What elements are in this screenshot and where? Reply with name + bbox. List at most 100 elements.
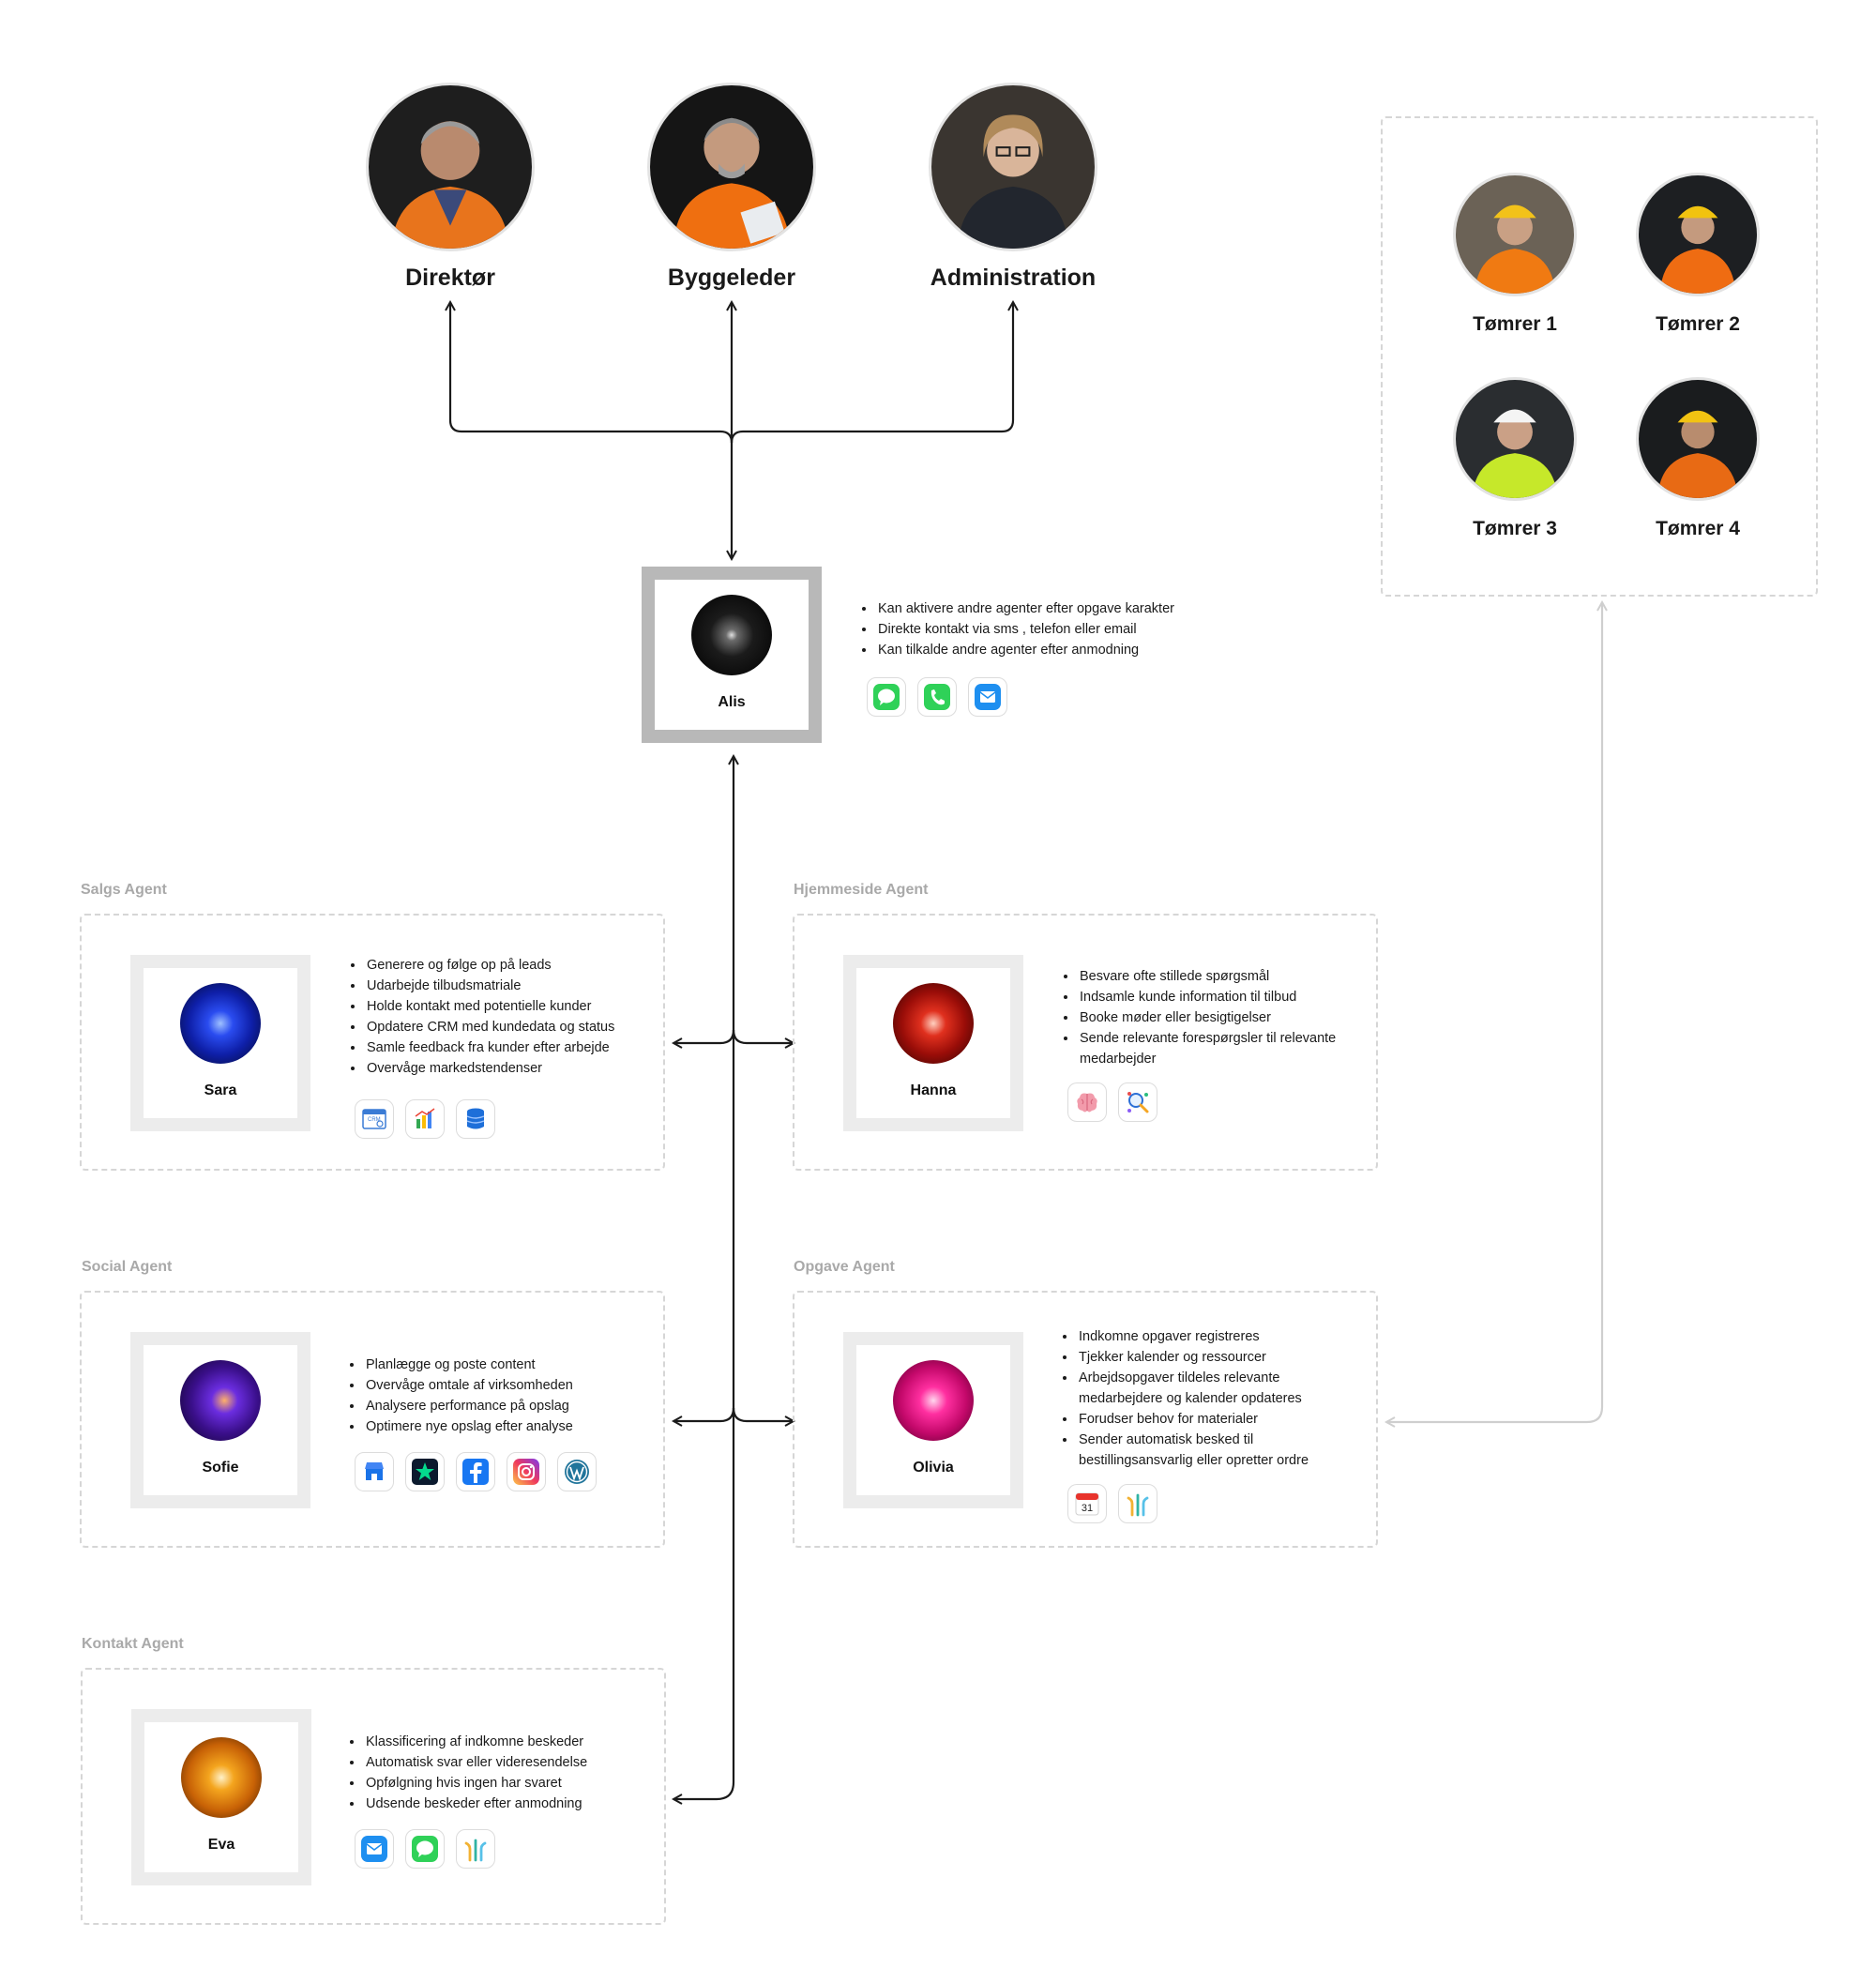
phone-icon[interactable] [917,677,957,717]
list-item: Samle feedback fra kunder efter arbejde [365,1037,614,1058]
list-item: Udsende beskeder efter anmodning [364,1794,587,1814]
person-title: Administration [930,265,1097,291]
calendar-icon[interactable]: 31 [1067,1484,1107,1523]
list-item: Automatisk svar eller videresendelse [364,1752,587,1773]
connector-to-administration [730,302,1013,444]
google-business-icon[interactable] [355,1452,394,1491]
avatar-tomrer-1 [1453,173,1577,296]
portrait-icon [1639,175,1757,294]
avatar-administration [929,83,1097,251]
person-direktor: Direktør [310,83,591,292]
agent-card[interactable]: Hanna [843,955,1023,1131]
agent-task-list: Klassificering af indkomne beskeder Auto… [347,1732,587,1814]
list-item: Analysere performance på opslag [364,1396,573,1416]
central-agent-card[interactable]: Alis [642,567,822,743]
portrait-icon [931,85,1095,249]
avatar-tomrer-4 [1636,377,1760,501]
agent-name: Hanna [910,1082,957,1098]
agent-tools [355,1829,495,1869]
analytics-icon[interactable] [405,1099,445,1139]
messages-icon[interactable] [405,1829,445,1869]
person-tomrer-3: Tømrer 3 [1374,377,1656,540]
crew-title: Tømrer 1 [1473,313,1557,335]
workflow-icon[interactable] [1118,1484,1157,1523]
list-item: Opdatere CRM med kundedata og status [365,1017,614,1037]
list-item: Arbejdsopgaver tildeles relevante medarb… [1077,1368,1358,1409]
agent-task-list: Planlægge og poste content Overvåge omta… [347,1355,573,1437]
list-item: Overvåge markedstendenser [365,1058,614,1079]
messages-icon[interactable] [867,677,906,717]
list-item: Sender automatisk besked til bestillings… [1077,1430,1358,1471]
agent-card[interactable]: Sofie [130,1332,310,1508]
person-tomrer-4: Tømrer 4 [1557,377,1838,540]
list-item: Direkte kontakt via sms , telefon eller … [876,619,1174,640]
list-item: Planlægge og poste content [364,1355,573,1375]
list-item: Udarbejde tilbudsmatriale [365,976,614,996]
connector-task-crew [1386,602,1602,1422]
agent-name: Olivia [913,1460,954,1476]
website-agent-box: Hanna Besvare ofte stillede spørgsmål In… [793,914,1378,1171]
agent-card[interactable]: Olivia [843,1332,1023,1508]
person-title: Direktør [405,265,495,291]
list-item: Besvare ofte stillede spørgsmål [1078,966,1350,987]
connector-to-direktor [450,302,734,444]
agent-label: Salgs Agent [81,882,167,898]
portrait-icon [1456,380,1574,498]
connector-website [732,1029,794,1043]
agent-label: Kontakt Agent [82,1636,184,1652]
avatar-tomrer-2 [1636,173,1760,296]
mail-icon[interactable] [355,1829,394,1869]
agent-tools: CRM [355,1099,495,1139]
person-title: Byggeleder [667,265,796,291]
list-item: Indsamle kunde information til tilbud [1078,987,1350,1007]
agent-card[interactable]: Sara [130,955,310,1131]
agent-task-list: Generere og følge op på leads Udarbejde … [348,955,614,1079]
person-tomrer-2: Tømrer 2 [1557,173,1838,336]
agent-task-list: Besvare ofte stillede spørgsmål Indsamle… [1061,966,1350,1069]
portrait-icon [650,85,813,249]
list-item: Klassificering af indkomne beskeder [364,1732,587,1752]
database-icon[interactable] [456,1099,495,1139]
portrait-icon [369,85,532,249]
sofie-orb-avatar [180,1360,261,1441]
crm-icon[interactable]: CRM [355,1099,394,1139]
agent-tools [355,1452,597,1491]
mail-icon[interactable] [968,677,1007,717]
agent-label: Hjemmeside Agent [794,882,929,898]
sales-agent-box: Sara Generere og følge op på leads Udarb… [80,914,665,1171]
instagram-icon[interactable] [507,1452,546,1491]
crew-title: Tømrer 4 [1656,518,1740,539]
olivia-orb-avatar [893,1360,974,1441]
agent-tools: 31 [1067,1484,1157,1523]
sara-orb-avatar [180,983,261,1064]
person-tomrer-1: Tømrer 1 [1374,173,1656,336]
connector-contact [673,1781,735,1799]
list-item: Holde kontakt med potentielle kunder [365,996,614,1017]
social-agent-box: Sofie Planlægge og poste content Overvåg… [80,1291,665,1548]
person-administration: Administration [872,83,1154,292]
wordpress-icon[interactable] [557,1452,597,1491]
facebook-icon[interactable] [456,1452,495,1491]
crew-group [1381,116,1818,597]
data-search-icon[interactable] [1118,1082,1157,1122]
agent-label: Opgave Agent [794,1259,895,1275]
list-item: Optimere nye opslag efter analyse [364,1416,573,1437]
workflow-icon[interactable] [456,1829,495,1869]
agent-task-list: Indkomne opgaver registreres Tjekker kal… [1060,1326,1358,1471]
agent-name: Alis [718,694,746,710]
list-item: Indkomne opgaver registreres [1077,1326,1358,1347]
list-item: Kan tilkalde andre agenter efter anmodni… [876,640,1174,660]
brain-icon[interactable] [1067,1082,1107,1122]
agent-tools [1067,1082,1157,1122]
list-item: Booke møder eller besigtigelser [1078,1007,1350,1028]
eva-orb-avatar [181,1737,262,1818]
central-tools [867,677,1007,717]
connector-task [732,1407,794,1421]
portrait-icon [1456,175,1574,294]
trustpilot-icon[interactable] [405,1452,445,1491]
agent-name: Eva [207,1837,235,1853]
task-agent-box: Olivia Indkomne opgaver registreres Tjek… [793,1291,1378,1548]
crew-title: Tømrer 2 [1656,313,1740,335]
agent-card[interactable]: Eva [131,1709,311,1885]
list-item: Kan aktivere andre agenter efter opgave … [876,598,1174,619]
